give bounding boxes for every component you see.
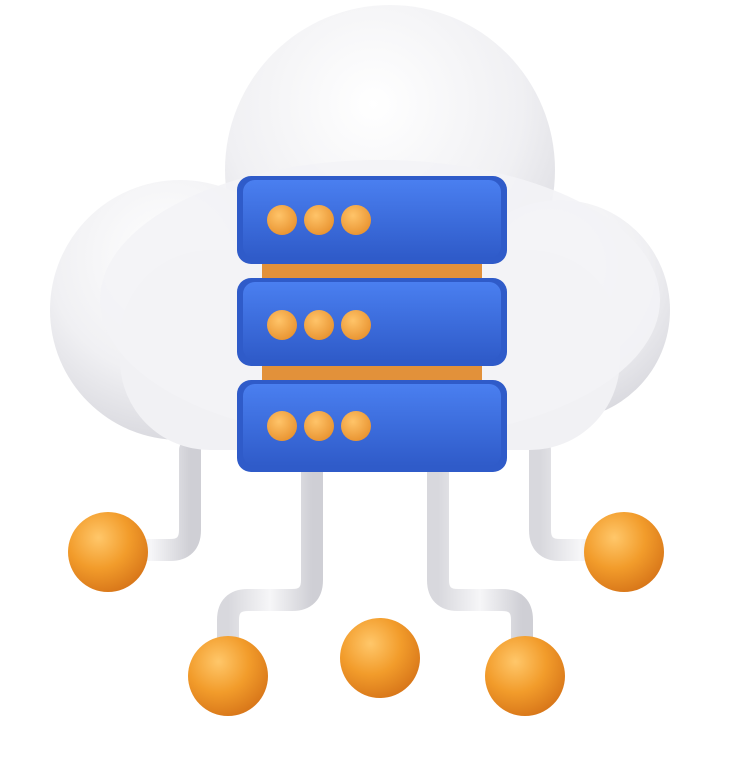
server-stack bbox=[237, 176, 507, 472]
indicator-light bbox=[341, 411, 371, 441]
server-unit-1 bbox=[237, 176, 507, 264]
wire-bottom-right bbox=[427, 459, 533, 683]
wire-right bbox=[529, 439, 631, 561]
indicator-light bbox=[304, 205, 334, 235]
indicator-light bbox=[341, 310, 371, 340]
indicator-light bbox=[304, 411, 334, 441]
server-unit-3 bbox=[237, 380, 507, 472]
node-left bbox=[68, 512, 148, 592]
server-unit-2 bbox=[237, 278, 507, 366]
indicator-light bbox=[341, 205, 371, 235]
indicator-light bbox=[304, 310, 334, 340]
node-right bbox=[584, 512, 664, 592]
indicator-light bbox=[267, 411, 297, 441]
indicator-light bbox=[267, 310, 297, 340]
indicator-light bbox=[267, 205, 297, 235]
node-bottom-right bbox=[485, 636, 565, 716]
connection-nodes bbox=[68, 512, 664, 716]
wire-left bbox=[101, 439, 201, 561]
node-bottom-center bbox=[340, 618, 420, 698]
node-bottom-left bbox=[188, 636, 268, 716]
connection-wires bbox=[101, 439, 631, 683]
wire-bottom-left bbox=[217, 459, 323, 683]
